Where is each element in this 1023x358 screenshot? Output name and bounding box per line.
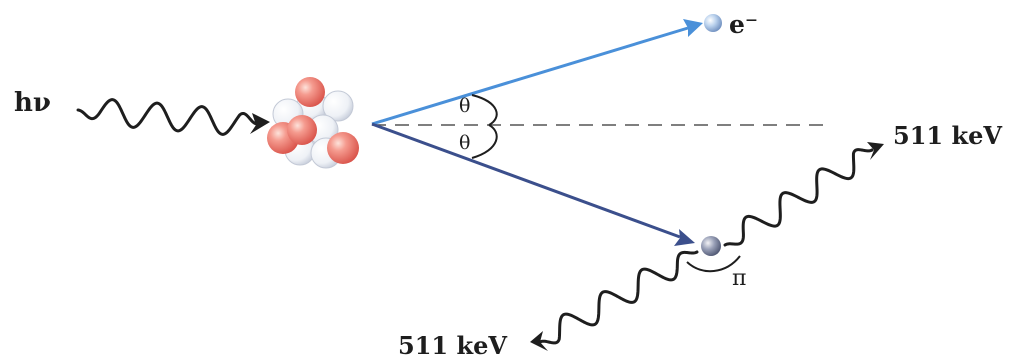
incoming-photon-label: hν: [14, 88, 51, 118]
annihilation-angle-label: π: [732, 266, 746, 291]
positron-arrowhead: [674, 229, 695, 246]
nucleus: [267, 77, 359, 169]
electron-particle: [704, 14, 722, 32]
electron-label: e⁻: [729, 10, 758, 39]
photon-energy-left-label: 511 keV: [398, 331, 507, 358]
electron-arrowhead: [683, 19, 703, 37]
angle-arc-lower: [471, 124, 498, 159]
outgoing-photon-left-arrowhead: [530, 331, 548, 351]
positron-track: [371, 122, 695, 246]
photon-energy-right-label: 511 keV: [893, 121, 1002, 150]
outgoing-photon-right-arrowhead: [867, 142, 884, 160]
incoming-photon-arrowhead: [250, 113, 270, 134]
electron-track: [371, 19, 703, 126]
angle-theta-upper: θ: [459, 95, 470, 117]
annihilation-angle-arc: [686, 255, 741, 273]
outgoing-photon-wave-left: [530, 250, 699, 351]
outgoing-photon-wave-right: [723, 142, 884, 247]
angle-theta-lower: θ: [459, 132, 470, 154]
incoming-photon-wave: [76, 98, 270, 136]
angle-arc-upper: [471, 94, 498, 126]
positron-particle: [701, 236, 721, 256]
